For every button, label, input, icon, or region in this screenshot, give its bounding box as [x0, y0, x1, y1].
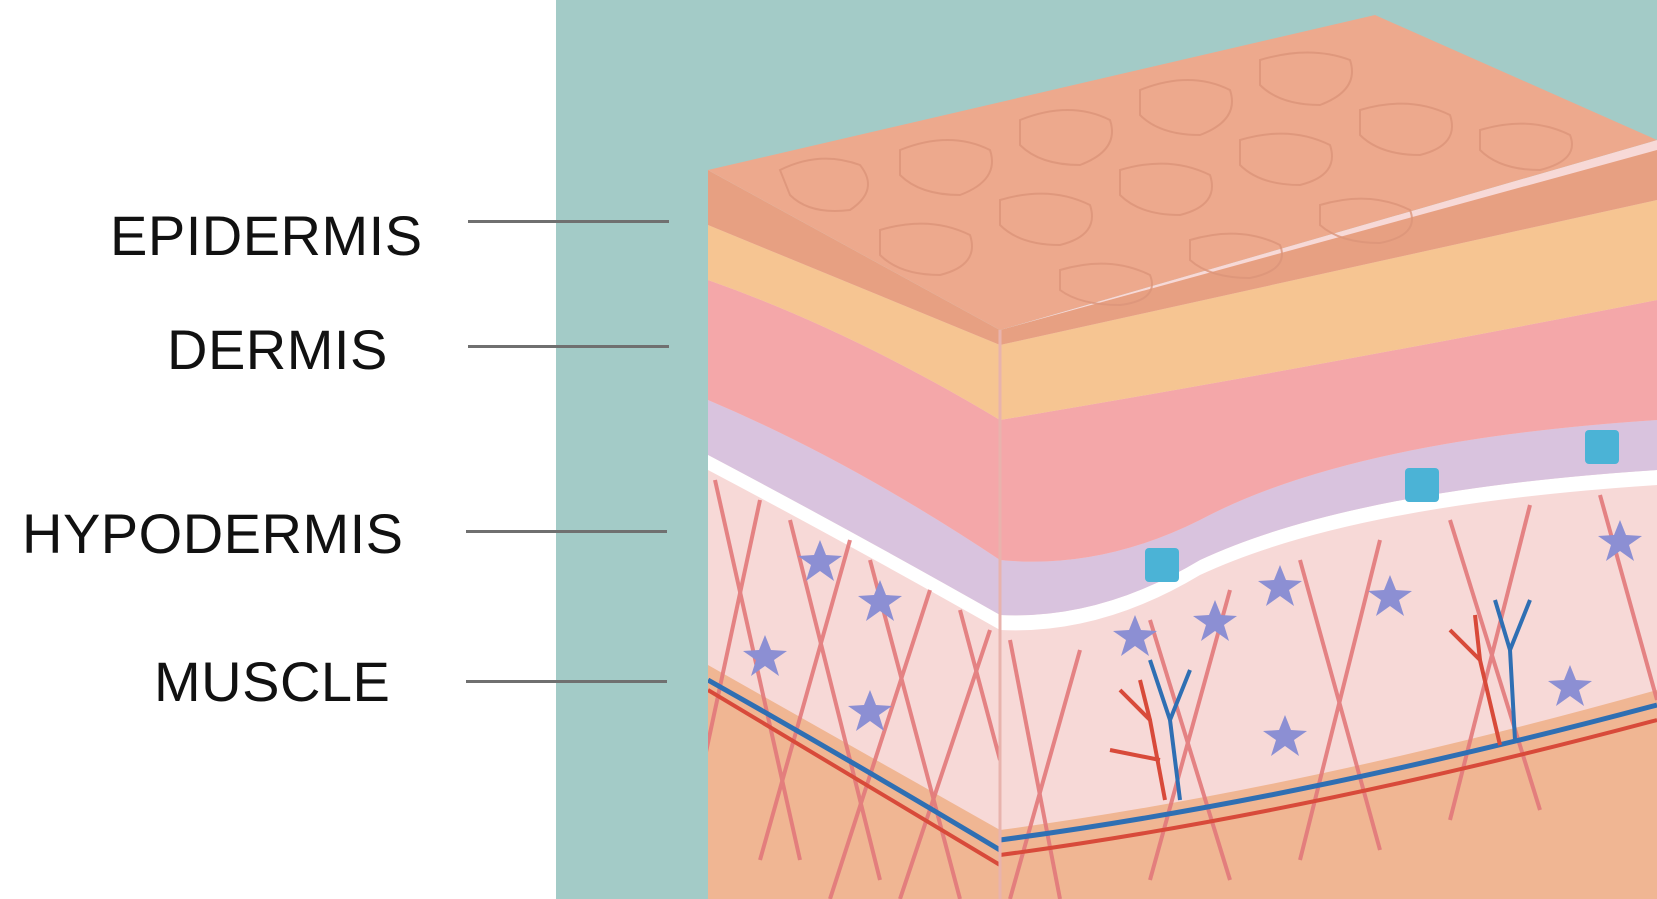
label-muscle: MUSCLE [154, 654, 390, 710]
label-dermis: DERMIS [167, 322, 388, 378]
label-hypodermis: HYPODERMIS [22, 506, 404, 562]
leader-line-muscle [466, 680, 667, 683]
leader-line-dermis [468, 345, 669, 348]
label-epidermis: EPIDERMIS [110, 208, 423, 264]
leader-line-hypodermis [466, 530, 667, 533]
leader-line-epidermis [468, 220, 669, 223]
